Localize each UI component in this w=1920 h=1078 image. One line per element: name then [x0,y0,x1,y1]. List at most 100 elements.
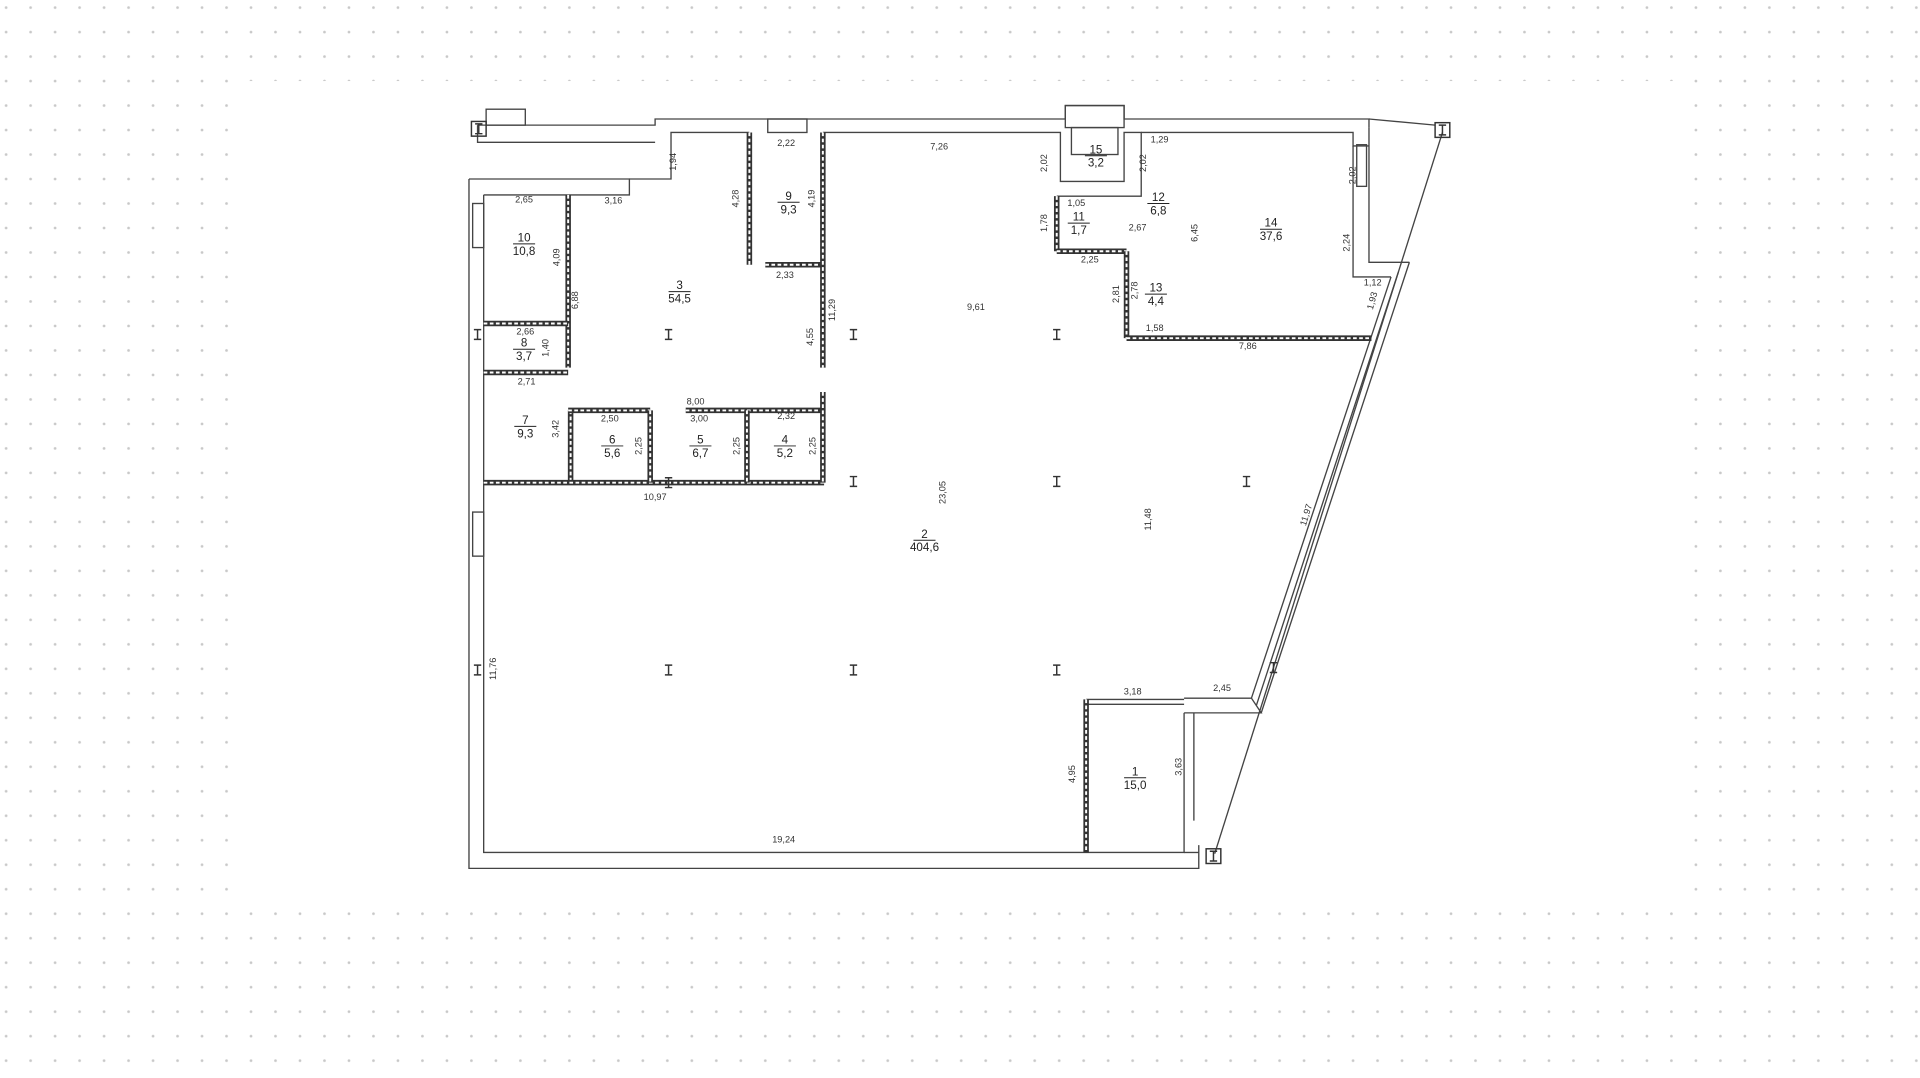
room-label-6: 65,6 [601,433,624,460]
dimension-label: 23,05 [937,481,947,504]
dimension-label: 8,00 [687,396,705,406]
dimension-label: 2,66 [516,327,534,337]
room-area: 4,4 [1148,295,1165,308]
dimension-label: 11,48 [1143,508,1153,530]
dimension-label: 4,09 [552,248,562,266]
dimension-label: 2,32 [777,411,795,421]
dimension-label: 1,05 [1067,198,1085,208]
column-icon [1205,848,1222,865]
column-icon [1269,661,1278,674]
dimension-label: 2,71 [518,377,536,387]
dimension-label: 9,61 [967,302,985,312]
room-label-9: 99,3 [777,190,800,216]
room-number: 7 [522,414,528,427]
column-icon [664,328,673,341]
room-label-7: 79,3 [514,414,537,440]
dimension-label: 3,16 [605,195,623,205]
room-label-3: 354,5 [668,279,691,305]
room-label-4: 45,2 [773,433,796,460]
room-labels: 115,02404,6354,545,256,765,679,383,799,3… [513,143,1283,792]
column-icon [849,664,858,676]
dimension-label: 2,02 [1138,154,1148,172]
dimension-label: 1,29 [1151,134,1169,144]
room-number: 6 [609,433,615,446]
dimension-label: 2,33 [776,270,794,280]
column-icon [1242,475,1251,488]
room-number: 14 [1265,217,1278,230]
room-number: 4 [782,433,789,446]
column-icon [1053,664,1061,676]
room-area: 6,7 [692,447,708,460]
column-icon [849,328,858,341]
dimension-label: 6,45 [1190,224,1200,242]
dimension-label: 1,78 [1039,214,1049,232]
room-label-11: 111,7 [1067,211,1090,237]
room-number: 1 [1132,765,1138,778]
dimension-label: 2,22 [777,138,795,148]
room-area: 404,6 [910,541,939,554]
room-area: 54,5 [668,293,691,306]
partition-walls [483,132,1372,853]
dimension-label: 19,24 [772,835,795,845]
walls [468,104,1444,870]
room-number: 11 [1073,211,1085,224]
dimension-label: 10,97 [644,492,667,502]
dimension-label: 1,58 [1146,323,1164,333]
room-area: 3,7 [516,350,532,363]
column-icon [664,477,673,489]
dimension-label: 2,67 [1129,222,1147,232]
room-number: 12 [1152,191,1165,204]
room-area: 15,0 [1124,779,1147,792]
dimension-label: 4,28 [730,190,740,208]
column-icon [473,328,482,341]
dimension-label: 3,42 [550,420,560,438]
dimension-label: 7,86 [1239,341,1257,351]
dimension-label: 11,29 [827,299,837,321]
dimension-label: 2,25 [732,437,742,455]
room-area: 6,8 [1150,205,1166,218]
room-label-13: 134,4 [1144,282,1167,308]
room-number: 15 [1089,143,1102,156]
dimension-label: 2,25 [808,437,818,455]
columns [470,120,1451,865]
dimension-label: 2,02 [1039,154,1049,172]
dimension-label: 6,88 [570,291,580,309]
room-number: 13 [1149,282,1162,295]
dimension-label: 11,76 [488,658,498,680]
dimension-label: 3,18 [1124,687,1142,697]
room-number: 9 [785,190,791,203]
room-label-5: 56,7 [689,433,712,460]
column-icon [470,120,487,137]
room-label-1: 115,0 [1124,765,1147,791]
dimension-label: 2,25 [634,437,644,455]
room-area: 5,2 [777,447,793,460]
room-label-8: 83,7 [513,337,536,363]
room-area: 3,2 [1088,157,1104,170]
dimension-label: 1,40 [541,339,551,357]
room-number: 2 [921,528,927,541]
dimension-label: 1,93 [1365,291,1379,311]
dimension-label: 2,02 [1348,166,1358,184]
room-area: 5,6 [604,447,620,460]
room-area: 1,7 [1071,224,1087,237]
room-number: 10 [518,231,531,244]
room-number: 3 [676,279,682,292]
dimension-label: 2,25 [1081,254,1099,264]
room-label-12: 126,8 [1147,191,1170,218]
room-area: 9,3 [780,203,796,216]
dimension-label: 1,94 [668,153,678,171]
dimension-label: 2,65 [515,194,533,204]
column-icon [1434,121,1451,139]
dimension-label: 2,50 [601,413,619,423]
dimension-label: 4,55 [805,328,815,346]
room-area: 37,6 [1260,230,1283,243]
column-icon [664,664,673,676]
dimension-label: 1,12 [1364,278,1382,288]
dimension-label: 7,26 [930,142,948,152]
plan-area [235,81,1687,909]
column-icon [849,475,858,488]
